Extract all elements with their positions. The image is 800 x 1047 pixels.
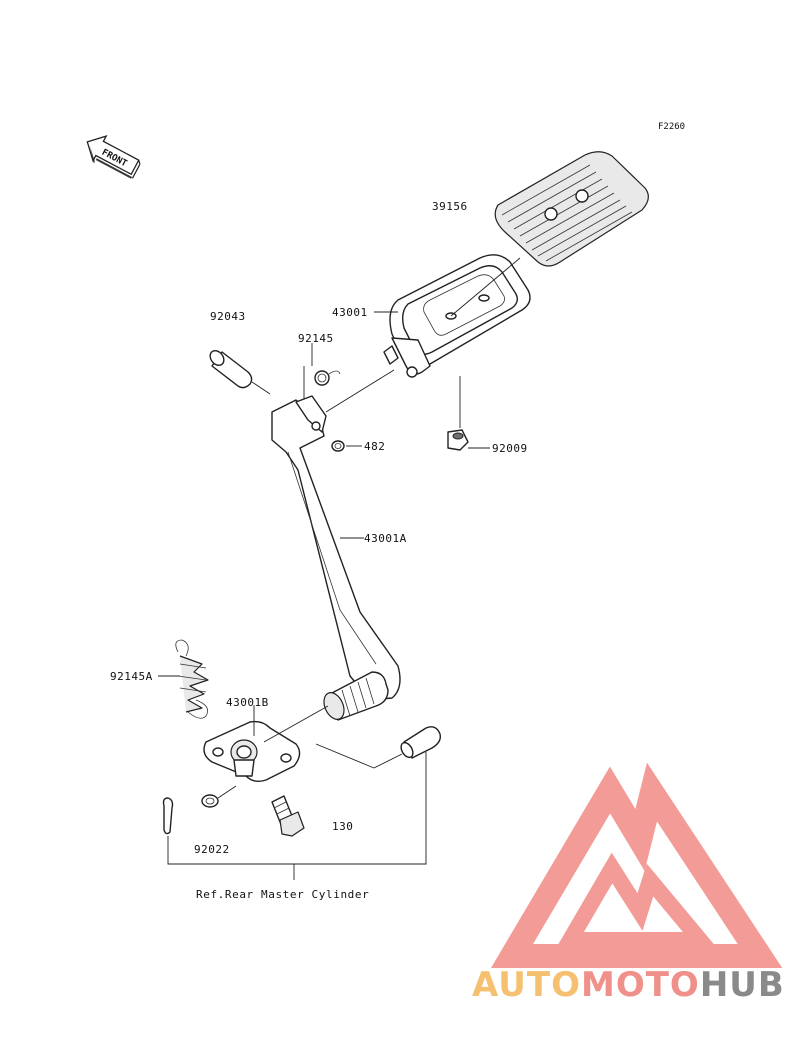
ref-note: Ref.Rear Master Cylinder (196, 888, 369, 901)
clevis-pin (315, 726, 442, 769)
label-92043: 92043 (210, 310, 246, 323)
brand-auto: AUTO (472, 965, 581, 1005)
pedal-step-plate (383, 254, 531, 378)
nut-92009 (447, 376, 469, 451)
brake-pedal-arm (271, 395, 401, 721)
cotter-pin (162, 797, 174, 835)
label-92145A: 92145A (110, 670, 153, 683)
brand-moto: MOTO (581, 965, 700, 1005)
label-130: 130 (332, 820, 353, 833)
brand-hub: HUB (700, 965, 785, 1005)
figure-code: F2260 (658, 122, 685, 132)
pedal-bracket (203, 720, 301, 783)
washer-92022 (201, 785, 237, 808)
automotohub-logo-icon (490, 762, 783, 968)
automotohub-wordmark: AUTOMOTOHUB (472, 965, 785, 1005)
ref-bracket (167, 752, 427, 865)
label-43001: 43001 (332, 306, 368, 319)
svg-text:AUTOMOTOHUB: AUTOMOTOHUB (472, 965, 785, 1005)
front-arrow-icon: FRONT (86, 134, 141, 179)
label-43001B: 43001B (226, 696, 269, 709)
label-92145: 92145 (298, 332, 334, 345)
label-92009: 92009 (492, 442, 528, 455)
label-39156: 39156 (432, 200, 468, 213)
pedal-rubber-pad (494, 151, 649, 267)
return-spring-small (303, 366, 341, 408)
label-482: 482 (364, 440, 385, 453)
pivot-pin (209, 349, 271, 395)
label-92022: 92022 (194, 843, 230, 856)
label-43001A: 43001A (364, 532, 407, 545)
bolt-130 (271, 795, 305, 837)
return-spring-large (175, 639, 209, 719)
washer-482 (331, 440, 345, 452)
